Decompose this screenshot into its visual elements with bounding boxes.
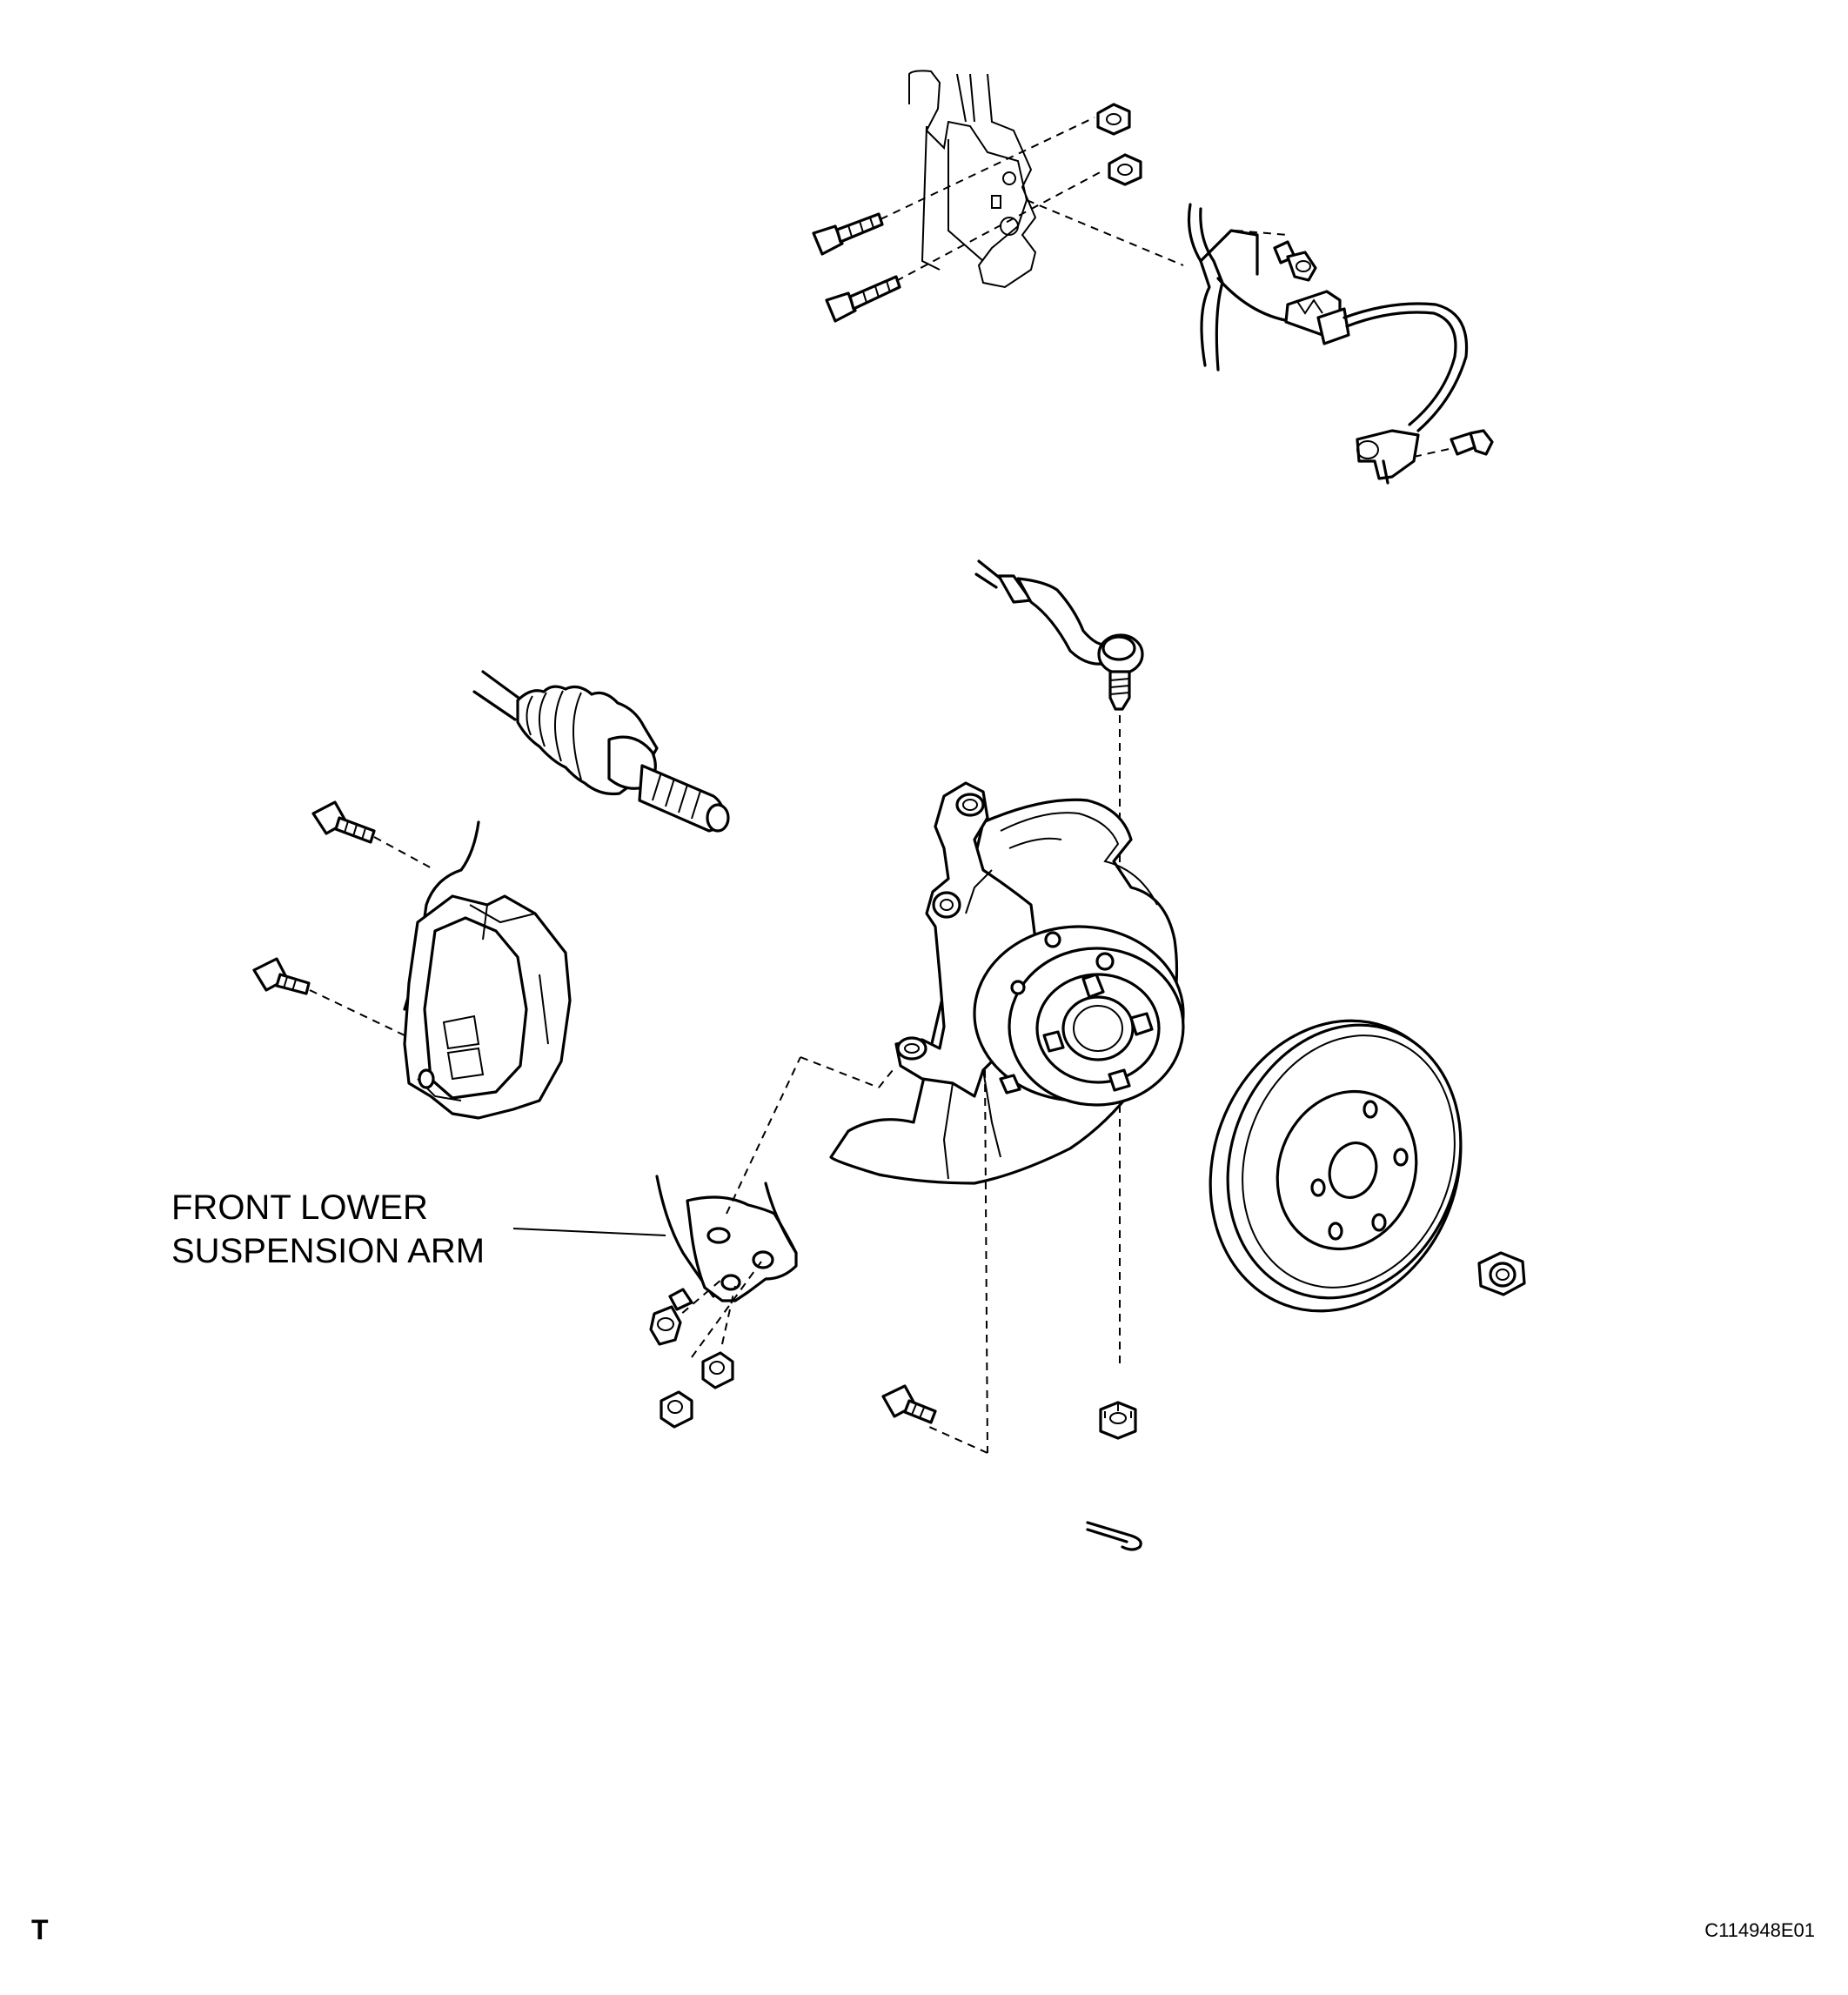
bracket-nut-upper xyxy=(1096,103,1131,136)
drive-shaft xyxy=(472,670,730,833)
arm-bolt xyxy=(649,1288,693,1346)
speed-sensor-harness xyxy=(1187,203,1469,432)
arm-nut-lower xyxy=(660,1390,693,1429)
speed-sensor-body xyxy=(1356,429,1420,485)
front-lower-suspension-arm-label: FRONT LOWER SUSPENSION ARM xyxy=(171,1186,485,1273)
ball-joint-bolt xyxy=(881,1384,937,1424)
disc-rotor xyxy=(1209,1019,1463,1313)
caliper-bolt-upper xyxy=(311,800,376,844)
figure-code: C114948E01 xyxy=(1704,1919,1815,1941)
cotter-pin xyxy=(1086,1521,1142,1551)
tie-rod-end xyxy=(974,559,1144,711)
arm-nut-upper xyxy=(701,1351,734,1389)
label-line-1: FRONT LOWER xyxy=(171,1188,428,1227)
hub-nut xyxy=(1477,1251,1526,1296)
bracket-nut-lower xyxy=(1108,153,1142,186)
brake-caliper xyxy=(403,820,572,1120)
castle-nut xyxy=(1099,1401,1137,1440)
corner-mark: T xyxy=(31,1914,49,1945)
caliper-bolt-lower xyxy=(252,957,311,995)
bracket-bolt-lower xyxy=(825,275,901,323)
label-line-2: SUSPENSION ARM xyxy=(171,1232,485,1270)
hub-bolts xyxy=(999,973,1154,1095)
speed-sensor-bolt xyxy=(1450,429,1494,456)
front-lower-suspension-arm xyxy=(655,1175,798,1302)
axle-hub xyxy=(973,925,1185,1107)
steering-knuckle xyxy=(894,781,1037,1180)
bracket-bolt-upper xyxy=(812,212,884,256)
harness-clamp-bolt xyxy=(1273,240,1317,282)
shock-absorber-bracket xyxy=(908,70,1037,289)
